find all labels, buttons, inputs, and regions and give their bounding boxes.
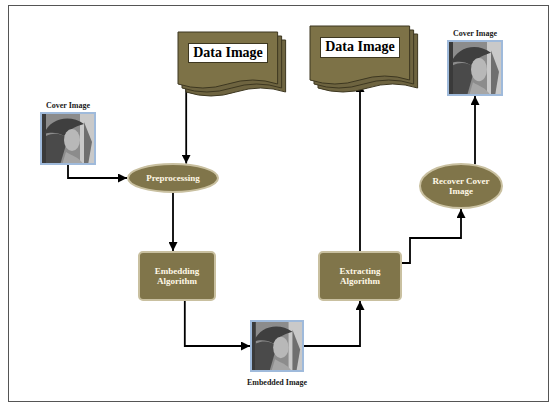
image-node: Cover Image xyxy=(40,112,96,165)
flow-arrow xyxy=(304,301,360,346)
photo-border xyxy=(251,321,303,371)
image-node: Cover Image xyxy=(447,40,503,96)
flow-arrow xyxy=(185,87,187,164)
document-title: Data Image xyxy=(320,37,400,57)
document-label-area: Data Image xyxy=(310,26,410,69)
frame-border xyxy=(9,6,549,402)
document-stack: Data Image xyxy=(178,32,286,98)
image-caption: Embedded Image xyxy=(247,378,307,387)
photo-illustration xyxy=(250,320,304,372)
flow-arrow xyxy=(474,96,476,164)
photo-image xyxy=(250,320,304,372)
document-label-area: Data Image xyxy=(178,32,278,74)
ellipse-shape xyxy=(128,164,218,192)
image-node: Embedded Image xyxy=(250,320,304,372)
document-title: Data Image xyxy=(188,43,268,63)
flow-arrow xyxy=(185,301,250,346)
process-label: Recover Cover Image xyxy=(431,176,491,197)
image-caption: Cover Image xyxy=(46,101,90,110)
process-box: Extracting Algorithm xyxy=(318,251,402,301)
photo-border xyxy=(448,41,502,95)
flow-arrow xyxy=(68,165,127,178)
flow-arrow xyxy=(402,209,461,263)
photo-illustration xyxy=(447,40,503,96)
process-label: Extracting Algorithm xyxy=(325,266,395,287)
document-page xyxy=(178,32,278,88)
process-box: Embedding Algorithm xyxy=(138,251,216,301)
process-text: Extracting Algorithm xyxy=(325,266,395,287)
process-text: Recover Cover Image xyxy=(431,176,491,197)
image-caption: Cover Image xyxy=(453,29,497,38)
process-label: Embedding Algorithm xyxy=(145,266,209,287)
process-ellipse: Preprocessing xyxy=(127,163,219,193)
process-label: Preprocessing xyxy=(140,173,206,183)
document-outline xyxy=(178,32,286,98)
photo-border xyxy=(41,113,95,164)
photo-image xyxy=(447,40,503,96)
document-stack: Data Image xyxy=(310,26,418,94)
process-ellipse: Recover Cover Image xyxy=(419,163,503,209)
photo-image xyxy=(40,112,96,165)
process-text: Embedding Algorithm xyxy=(145,266,209,287)
document-outline xyxy=(310,26,418,94)
process-text: Preprocessing xyxy=(140,173,206,183)
flow-arrow xyxy=(172,193,174,251)
flow-arrow xyxy=(359,83,361,251)
document-page xyxy=(310,26,410,84)
ellipse-shape xyxy=(420,164,502,208)
photo-illustration xyxy=(40,112,96,165)
